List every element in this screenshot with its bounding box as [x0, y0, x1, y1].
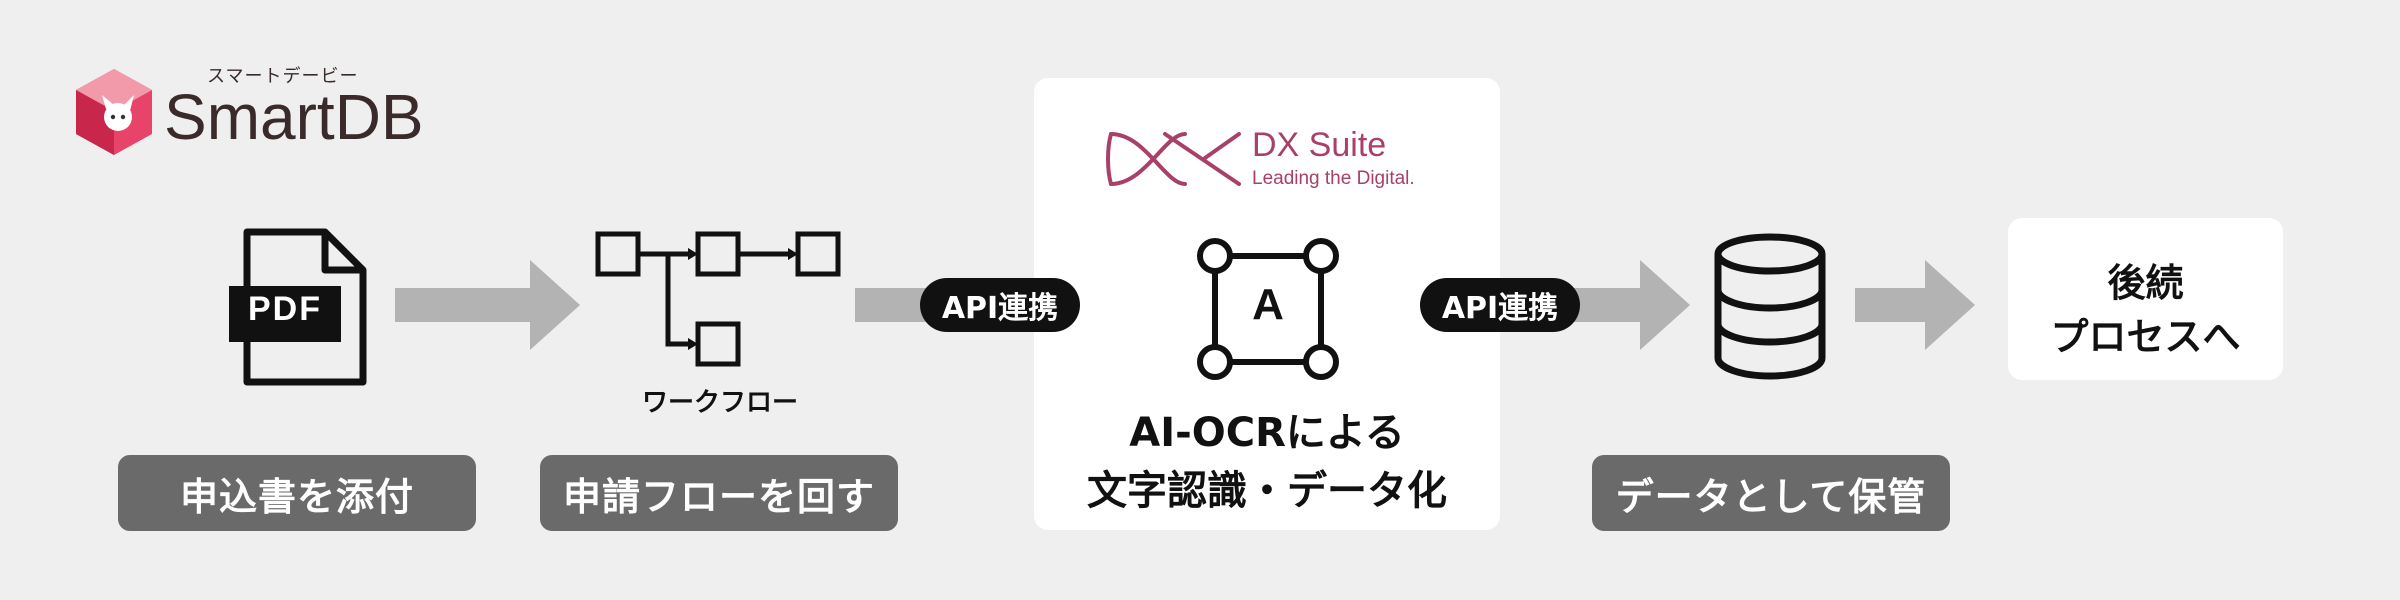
label-flow: 申請フローを回す	[540, 455, 898, 531]
next-process-line1: 後続	[2107, 261, 2184, 305]
arrow-4	[1855, 260, 1975, 350]
ocr-recognition-icon	[1197, 238, 1339, 380]
api-connector-1: API連携	[920, 278, 1080, 332]
dxsuite-name: DX Suite	[1252, 126, 1387, 164]
database-icon	[1714, 233, 1826, 380]
workflow-icon	[595, 231, 841, 367]
ocr-title-line2: 文字認識・データ化	[1087, 468, 1447, 514]
smartdb-ruby: スマートデービー	[207, 66, 359, 87]
pdf-icon-text: PDF	[248, 290, 322, 328]
next-process-box	[2008, 218, 2283, 380]
smartdb-name: SmartDB	[164, 81, 424, 153]
ocr-icon-letter: A	[1252, 280, 1284, 329]
label-store: データとして保管	[1592, 455, 1950, 531]
label-attach: 申込書を添付	[118, 455, 476, 531]
workflow-caption: ワークフロー	[641, 388, 798, 418]
smartdb-logo: スマートデービー SmartDB	[72, 62, 452, 162]
pdf-document-icon	[229, 228, 367, 386]
next-process-line2: プロセスへ	[2050, 315, 2241, 359]
smartdb-mascot-icon	[76, 69, 152, 155]
arrow-1	[395, 260, 580, 350]
ocr-title-line1: AI-OCRによる	[1129, 410, 1405, 456]
api-connector-2: API連携	[1420, 278, 1580, 332]
dxsuite-tagline: Leading the Digital.	[1252, 168, 1415, 189]
dxsuite-logo-icon	[1106, 132, 1241, 186]
